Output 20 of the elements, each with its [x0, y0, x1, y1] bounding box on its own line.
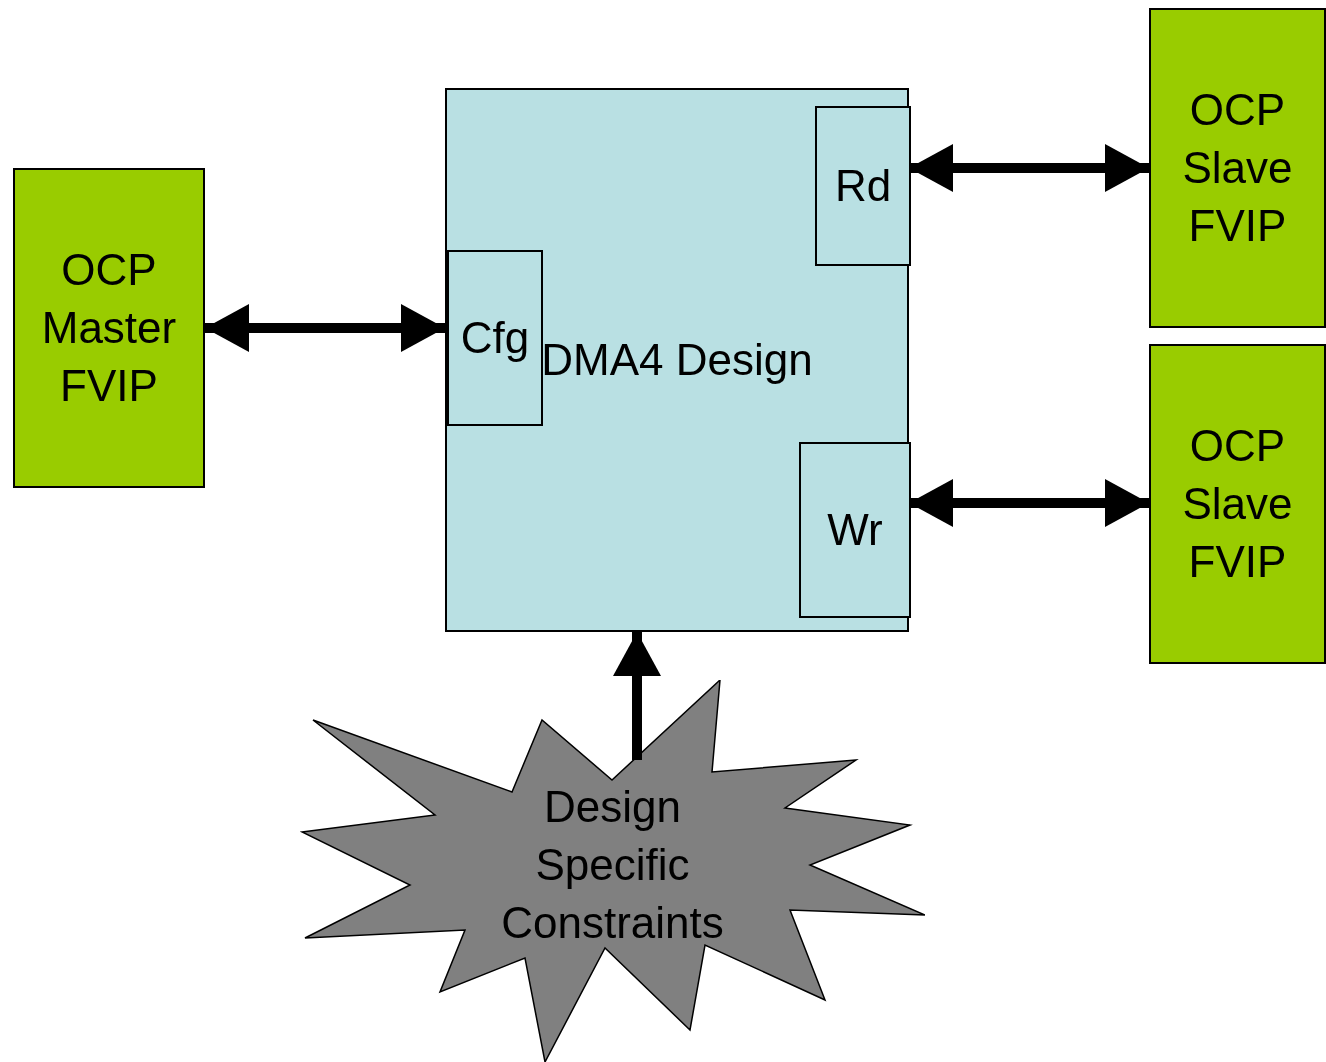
- design-block: [445, 88, 909, 632]
- design-block: [447, 250, 543, 426]
- arrow: [613, 632, 661, 760]
- node-label: Design Specific Constraints: [500, 781, 725, 949]
- fvip-box: [13, 168, 205, 488]
- arrow: [909, 144, 1149, 192]
- fvip-box: [1149, 8, 1326, 328]
- design-block: [799, 442, 911, 618]
- constraints-starburst: [300, 680, 925, 1062]
- arrow: [909, 479, 1149, 527]
- node-label: Cfg: [460, 312, 530, 364]
- node-label: OCP Slave FVIP: [1181, 420, 1294, 588]
- node-label: Wr: [827, 504, 883, 556]
- node-label: OCP Slave FVIP: [1181, 84, 1294, 252]
- fvip-box: [1149, 344, 1326, 664]
- arrow: [205, 304, 445, 352]
- node-label: Rd: [834, 160, 892, 212]
- node-label: DMA4 Design: [541, 334, 813, 386]
- node-label: OCP Master FVIP: [40, 244, 178, 412]
- design-block: [815, 106, 911, 266]
